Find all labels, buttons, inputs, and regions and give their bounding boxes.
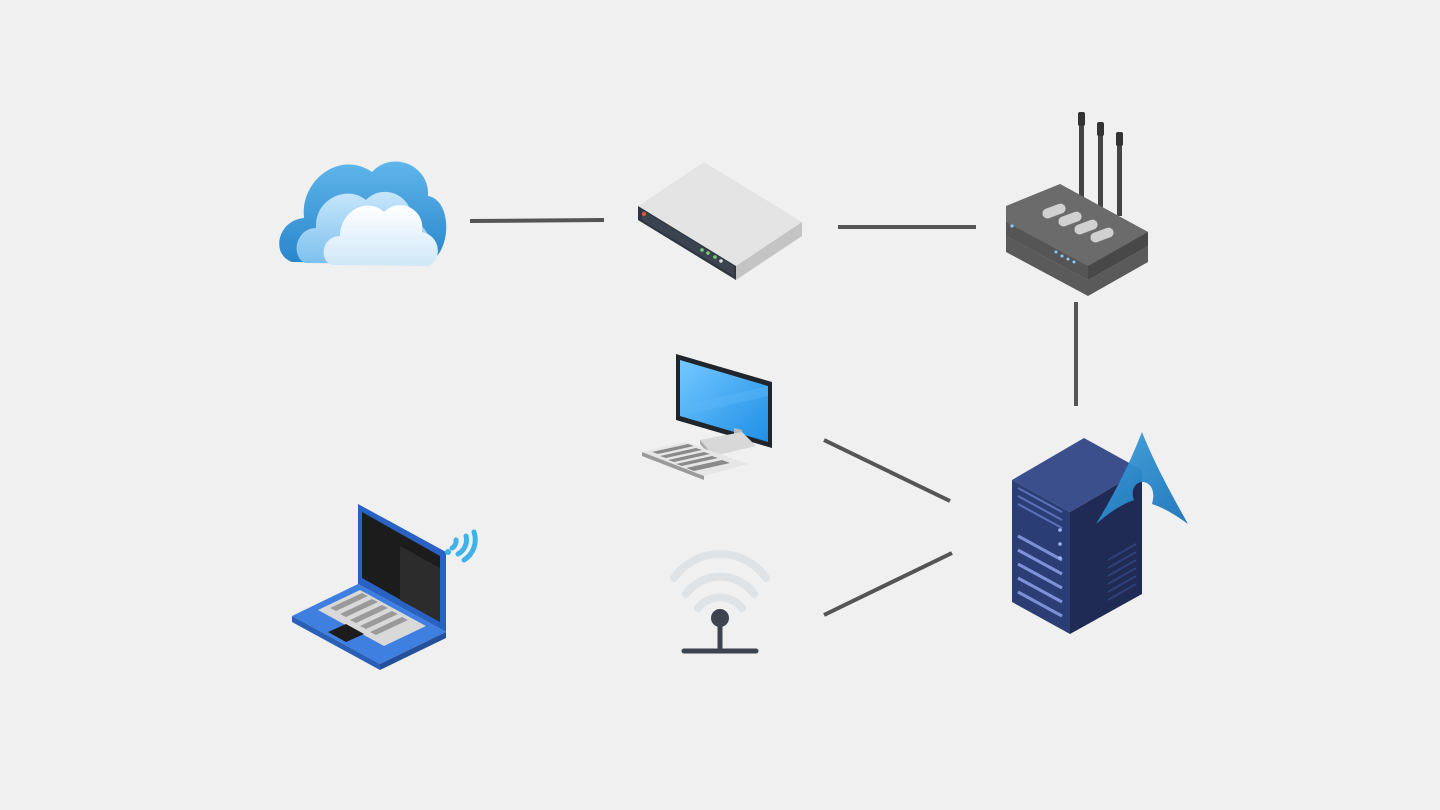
server-icon	[1012, 438, 1142, 634]
laptop-wifi-icon	[292, 504, 478, 670]
arch-linux-logo	[1096, 432, 1188, 524]
wifi-antenna-icon	[670, 549, 770, 654]
link-desktop-server	[823, 438, 951, 503]
link-cloud-modem	[469, 218, 605, 223]
wifi-router-icon	[1006, 112, 1148, 296]
desktop-computer-icon	[642, 354, 772, 480]
links	[469, 218, 1078, 617]
cloud-icon	[279, 161, 447, 266]
link-wifi-ap-server	[823, 551, 953, 617]
modem-icon	[638, 162, 802, 280]
